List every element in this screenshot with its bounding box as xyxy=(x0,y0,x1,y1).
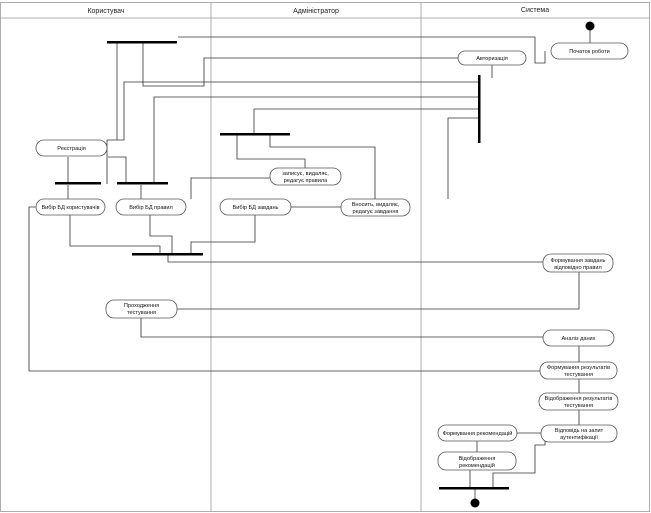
node-form-tasks: Формування завдань відповідно правил xyxy=(542,253,614,273)
node-form-results: Формування результатів тестування xyxy=(539,361,618,380)
node-start-work-text: Початок роботи xyxy=(569,49,610,55)
join-bar xyxy=(132,253,203,256)
node-edit-tasks-text-2: редагує завдання xyxy=(353,209,399,215)
node-show-results-text-2: тестування xyxy=(564,403,593,409)
node-auth-response-text-1: Відповідь на запит xyxy=(555,428,604,434)
fork-bar-system xyxy=(478,75,481,143)
node-form-tasks-text-2: відповідно правил xyxy=(554,265,601,271)
node-form-results-text-2: тестування xyxy=(564,372,593,378)
node-select-rules-db: Вибір БД правил xyxy=(115,198,187,216)
node-pass-test-text-2: тестування xyxy=(127,310,156,316)
node-registration-text: Реєстрація xyxy=(57,146,86,152)
start-node xyxy=(585,21,595,31)
activity-nodes: Початок роботи Авторизація Реєстрація за… xyxy=(35,42,629,471)
edge-fork-to-admin-bar xyxy=(253,108,479,134)
node-authorization: Авторизація xyxy=(457,50,527,66)
edge-edit-rules-to-rules-db xyxy=(190,177,270,199)
node-start-work: Початок роботи xyxy=(550,42,629,60)
edge-pass-test-to-analysis xyxy=(140,317,543,338)
sync-bars xyxy=(55,41,509,490)
edge-top-bar-to-authorization xyxy=(142,43,458,87)
sync-bar-user-db xyxy=(55,182,101,185)
edge-start-work-to-top-bar xyxy=(178,36,546,64)
connectors xyxy=(28,30,591,499)
node-pass-test: Проходження тестування xyxy=(105,299,178,319)
node-edit-tasks: Вносить, видаляє, редагує завдання xyxy=(340,198,411,217)
node-edit-rules-text-1: записує, видаляє, xyxy=(282,171,329,177)
node-show-results: Відображення результатів тестування xyxy=(538,392,619,411)
node-edit-tasks-text-1: Вносить, видаляє, xyxy=(352,202,400,208)
lane-title-system: Система xyxy=(521,7,549,14)
node-form-results-text-1: Формування результатів xyxy=(547,365,610,371)
edge-join-to-form-tasks xyxy=(167,255,543,263)
edge-registration-to-rules-bar xyxy=(108,156,127,183)
node-authorization-text: Авторизація xyxy=(476,56,508,62)
fork-bar-admin xyxy=(220,133,290,136)
edge-fork-to-tasks xyxy=(447,117,479,199)
lane-title-admin: Адміністратор xyxy=(293,7,339,15)
node-edit-rules-text-2: редагує правила xyxy=(284,178,328,184)
node-form-tasks-text-1: Формування завдань xyxy=(551,258,606,264)
node-edit-rules: записує, видаляє, редагує правила xyxy=(269,167,342,186)
node-show-results-text-1: Відображення результатів xyxy=(545,396,613,402)
edge-rules-db-to-join xyxy=(149,215,173,253)
node-select-user-db-text: Вибір БД користувачів xyxy=(41,205,99,211)
edge-auth-response-to-final-bar xyxy=(492,441,546,487)
lane-title-user: Користувач xyxy=(87,8,124,15)
node-select-user-db: Вибір БД користувачів xyxy=(35,198,106,216)
join-bar-final xyxy=(439,487,509,490)
node-form-recommendations-text: Формування рекомендацій xyxy=(443,430,513,437)
edge-tasks-db-to-join xyxy=(190,215,256,253)
edge-user-db-to-join xyxy=(69,215,161,253)
edge-fork-to-rules-db xyxy=(153,96,479,184)
node-auth-response-text-2: аутентифікації xyxy=(560,435,598,441)
node-select-rules-db-text: Вибір БД правил xyxy=(129,205,173,211)
node-analysis-text: Аналіз даних xyxy=(562,336,596,342)
sync-bar-rules-db xyxy=(117,182,168,185)
node-registration: Реєстрація xyxy=(35,139,108,157)
node-show-recommendations: Відображення рекомендацій xyxy=(437,451,517,471)
node-analysis: Аналіз даних xyxy=(542,329,615,347)
end-node xyxy=(470,498,480,508)
node-pass-test-text-1: Проходження xyxy=(124,303,159,309)
node-form-recommendations: Формування рекомендацій xyxy=(437,424,518,442)
node-select-tasks-db: Вибір БД завдань xyxy=(219,198,292,216)
edge-admin-bar-to-edit-rules xyxy=(236,135,306,168)
fork-bar-top xyxy=(107,41,177,44)
node-show-recommendations-text-2: рекомендацій xyxy=(459,462,495,469)
edge-admin-bar-to-edit-tasks xyxy=(269,135,376,199)
edge-fork-to-user-db xyxy=(106,81,479,184)
node-select-tasks-db-text: Вибір БД завдань xyxy=(233,205,279,211)
edge-form-tasks-to-pass-test xyxy=(177,272,580,310)
node-show-recommendations-text-1: Відображення xyxy=(459,456,496,462)
node-auth-response: Відповідь на запит аутентифікації xyxy=(540,424,618,443)
edge-user-db-to-form-results xyxy=(28,206,540,372)
